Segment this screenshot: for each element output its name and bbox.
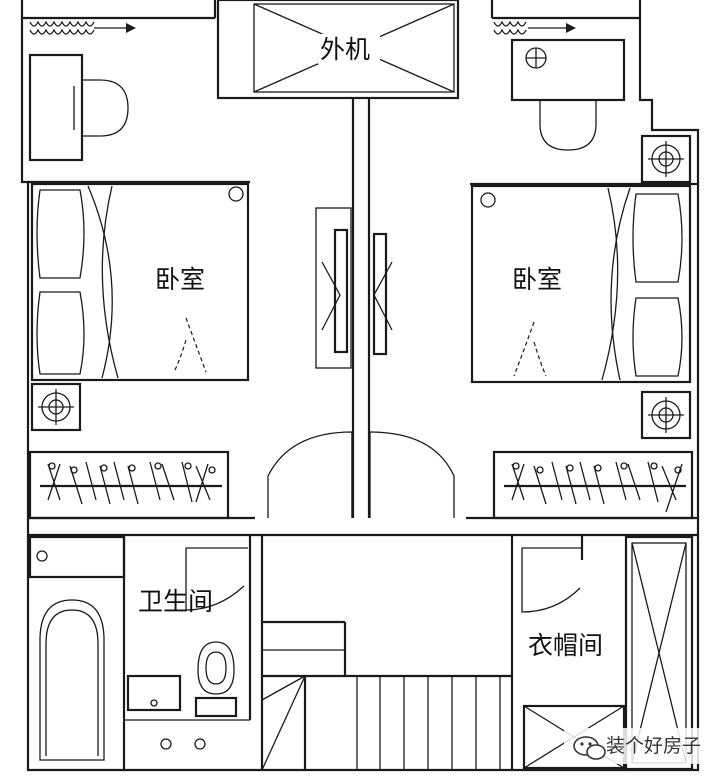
outdoor-unit-box: 外机 xyxy=(216,0,460,100)
radiator-icon xyxy=(493,20,576,35)
label-bedroom-left: 卧室 xyxy=(155,265,205,294)
label-cloakroom: 衣帽间 xyxy=(528,631,603,660)
outlet-icon xyxy=(640,134,692,184)
closet-left xyxy=(28,450,230,520)
pillow xyxy=(36,189,85,279)
sliding-door-left xyxy=(315,207,352,369)
label-bathroom: 卫生间 xyxy=(138,587,213,616)
wardrobe xyxy=(624,535,694,771)
center-partition xyxy=(351,98,371,518)
stairs xyxy=(260,535,514,771)
label-bedroom-right: 卧室 xyxy=(512,265,562,294)
bathtub-icon xyxy=(39,599,105,761)
desk xyxy=(28,53,84,162)
right-bedroom: 卧室 xyxy=(466,182,698,520)
door-swing-left xyxy=(267,431,353,518)
wechat-icon xyxy=(573,736,606,760)
pillow xyxy=(36,291,85,375)
closet-right xyxy=(492,450,694,520)
toilet-icon xyxy=(197,641,235,695)
bed-left xyxy=(30,182,250,382)
door-swing-right xyxy=(369,431,455,518)
radiator-icon xyxy=(29,20,136,35)
pillow xyxy=(632,297,683,377)
watermark-text: 装个好房子 xyxy=(606,735,701,757)
right-top-bath xyxy=(493,20,692,184)
watermark: 装个好房子 xyxy=(564,728,702,764)
bed-right xyxy=(470,184,692,384)
outlet-icon xyxy=(30,382,82,432)
outer-walls xyxy=(20,0,700,772)
left-bedroom: 卧室 xyxy=(28,20,255,520)
outlet-icon xyxy=(640,390,692,440)
vanity xyxy=(126,674,182,712)
label-outdoor-unit: 外机 xyxy=(320,35,370,64)
pillow xyxy=(632,193,683,283)
sink-counter xyxy=(510,38,626,102)
toilet-icon xyxy=(539,100,597,151)
sliding-door-right xyxy=(372,232,393,356)
chair xyxy=(82,79,129,137)
bathroom: 卫生间 xyxy=(28,535,252,770)
